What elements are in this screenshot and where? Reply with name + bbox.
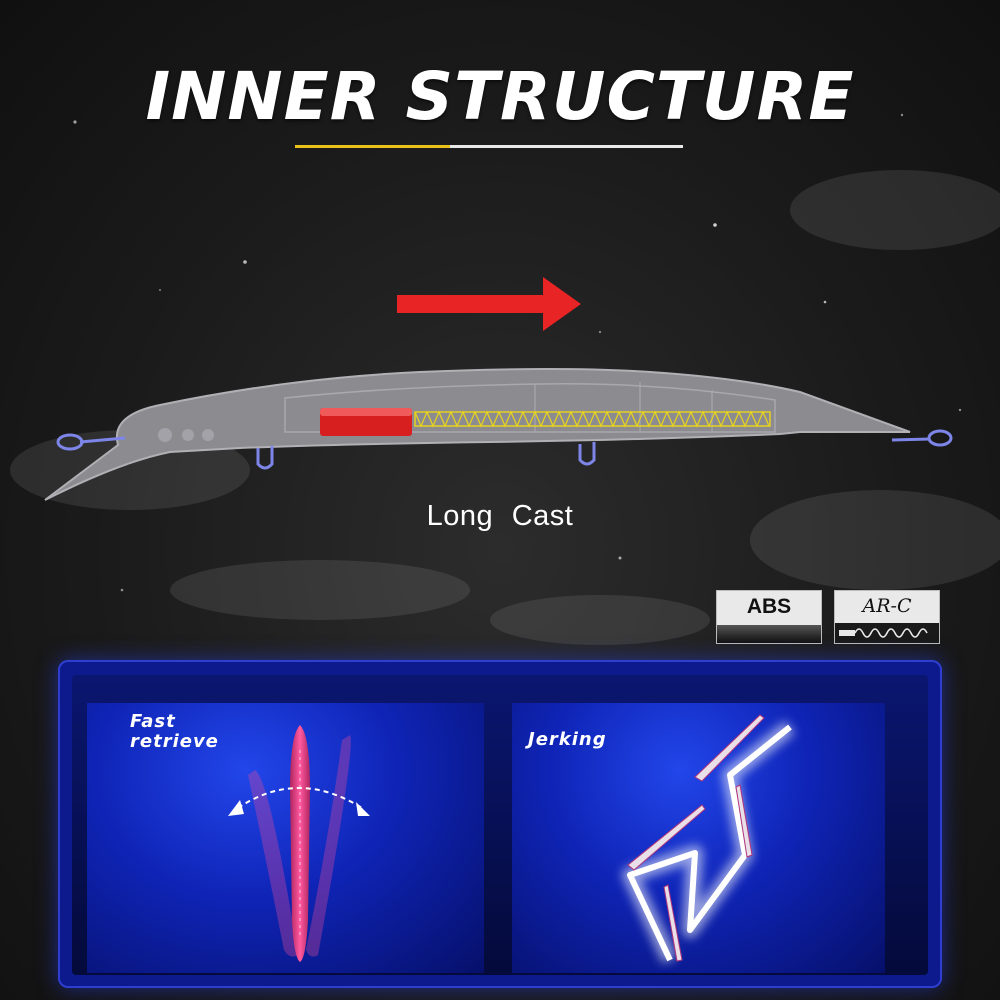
abs-badge-bar [717, 625, 821, 643]
jerking-label: Jerking [528, 729, 607, 750]
title-underline [295, 145, 683, 148]
fast-retrieve-illustration [228, 725, 370, 962]
spring-icon [414, 410, 771, 428]
fast-retrieve-line2: retrieve [130, 731, 219, 752]
fast-retrieve-box [87, 703, 484, 973]
arrow-right-icon [397, 277, 581, 331]
abs-badge-label: ABS [746, 595, 792, 618]
arc-badge-label: AR-C [862, 595, 912, 617]
fast-retrieve-label: Fast retrieve [130, 712, 219, 752]
jerking-illustration [622, 714, 795, 964]
underline-rest [450, 145, 683, 148]
long-cast-caption: Long Cast [426, 500, 574, 532]
arc-spring-icon [835, 623, 939, 643]
swing-arrows-icon [228, 787, 370, 816]
abs-badge: ABS [716, 590, 822, 644]
arc-badge: AR-C [834, 590, 940, 644]
underline-accent [295, 145, 450, 148]
page-title: INNER STRUCTURE [145, 58, 855, 135]
lure-cross-section [44, 368, 953, 501]
fast-retrieve-line1: Fast [130, 711, 176, 732]
